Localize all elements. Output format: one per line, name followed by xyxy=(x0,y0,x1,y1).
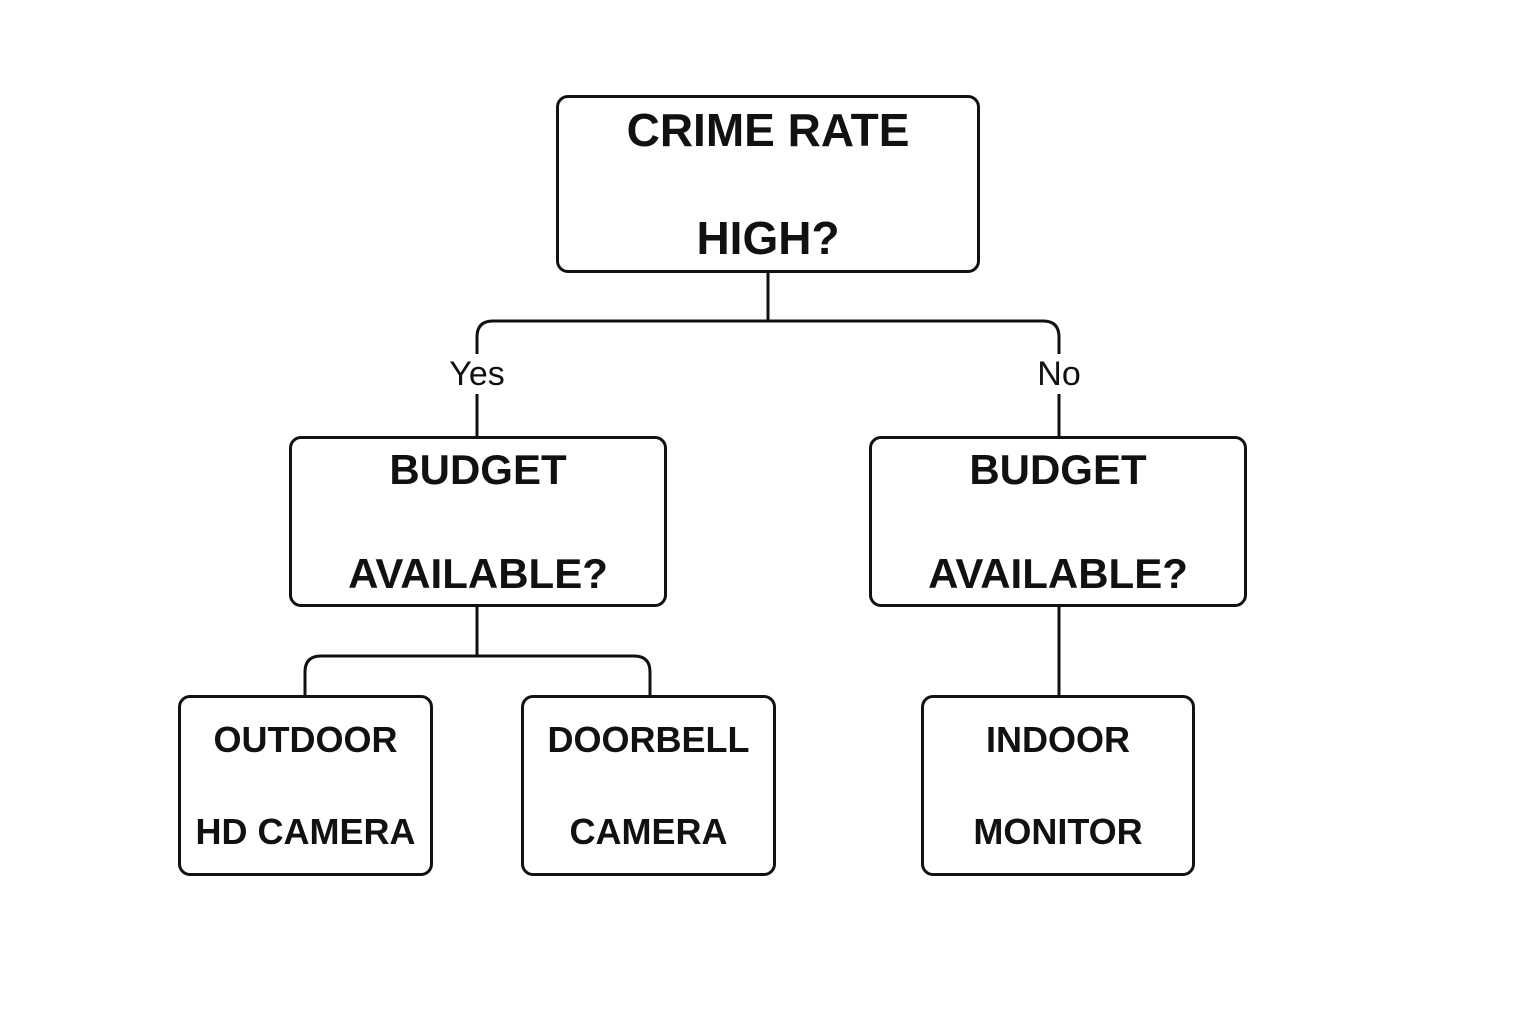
outcome-outdoor-hd-camera-node: OUTDOOR HD CAMERA xyxy=(178,695,433,876)
yes-budget-decision-node: BUDGET AVAILABLE? xyxy=(289,436,667,607)
edge-label-no: No xyxy=(1033,354,1085,394)
root-decision-line-2: HIGH? xyxy=(696,212,840,264)
outcome-outdoor-line-2: HD CAMERA xyxy=(195,810,416,852)
root-decision-node: CRIME RATE HIGH? xyxy=(556,95,980,273)
outcome-indoor-monitor-node: INDOOR MONITOR xyxy=(921,695,1195,876)
outcome-indoor-line-2: MONITOR xyxy=(973,810,1143,852)
no-budget-decision-node: BUDGET AVAILABLE? xyxy=(869,436,1247,607)
yes-budget-line-1: BUDGET xyxy=(389,445,567,493)
outcome-indoor-line-1: INDOOR xyxy=(986,718,1130,760)
outcome-doorbell-line-2: CAMERA xyxy=(569,810,728,852)
yes-budget-line-2: AVAILABLE? xyxy=(348,549,608,597)
connector-yes-decision-split xyxy=(303,654,652,698)
no-budget-line-2: AVAILABLE? xyxy=(928,549,1188,597)
edge-label-yes: Yes xyxy=(445,354,509,394)
outcome-doorbell-line-1: DOORBELL xyxy=(547,718,750,760)
no-budget-line-1: BUDGET xyxy=(969,445,1147,493)
outcome-outdoor-line-1: OUTDOOR xyxy=(213,718,398,760)
connector-root-split xyxy=(475,319,1061,359)
root-decision-line-1: CRIME RATE xyxy=(626,104,910,156)
outcome-doorbell-camera-node: DOORBELL CAMERA xyxy=(521,695,776,876)
